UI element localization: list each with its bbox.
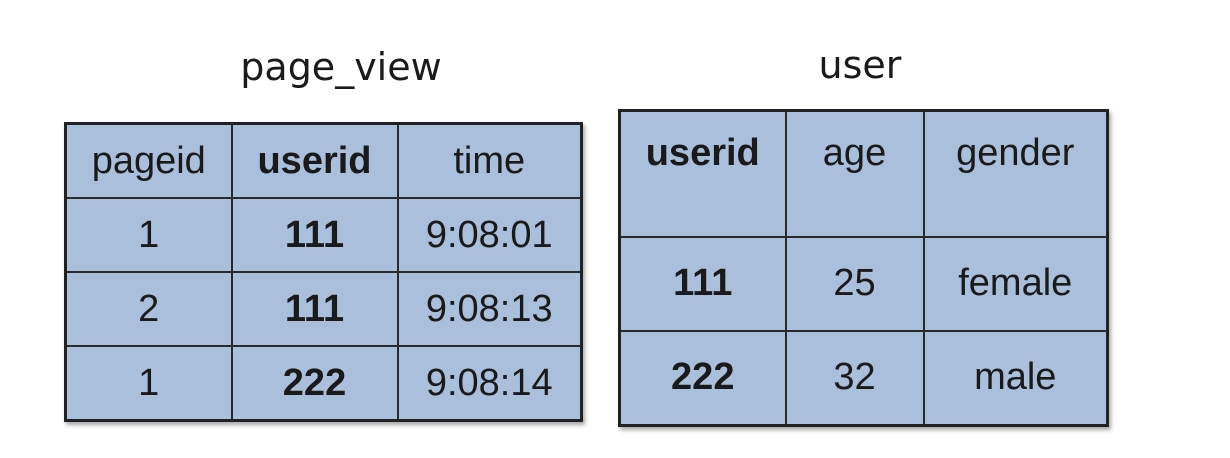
page-view-table: pageid userid time 1 111 9:08:01 2 111 9…	[64, 122, 583, 422]
cell-pageid: 2	[64, 271, 233, 347]
table-header-row: userid age gender	[618, 109, 1109, 238]
cell-gender: male	[922, 329, 1109, 426]
cell-age: 32	[784, 329, 925, 426]
cell-pageid: 1	[64, 345, 233, 422]
cell-pageid: 1	[64, 197, 233, 273]
cell-age: 25	[784, 235, 925, 332]
column-header-age: age	[784, 109, 925, 238]
cell-userid: 111	[618, 235, 787, 332]
cell-userid: 111	[230, 197, 399, 273]
cell-gender: female	[922, 235, 1109, 332]
user-table: userid age gender 111 25 female 222 32 m…	[618, 109, 1109, 427]
cell-userid: 222	[230, 345, 399, 422]
cell-time: 9:08:01	[396, 197, 583, 273]
column-header-pageid: pageid	[64, 122, 233, 199]
column-header-time: time	[396, 122, 583, 199]
table-row: 222 32 male	[618, 329, 1109, 426]
cell-time: 9:08:13	[396, 271, 583, 347]
column-header-gender: gender	[922, 109, 1109, 238]
user-table-caption: user	[818, 43, 902, 87]
column-header-userid: userid	[230, 122, 399, 199]
table-row: 1 222 9:08:14	[64, 345, 583, 422]
table-header-row: pageid userid time	[64, 122, 583, 199]
page-view-table-caption: page_view	[240, 45, 442, 89]
column-header-userid: userid	[618, 109, 787, 238]
cell-userid: 222	[618, 329, 787, 426]
table-row: 2 111 9:08:13	[64, 271, 583, 347]
table-row: 1 111 9:08:01	[64, 197, 583, 273]
cell-time: 9:08:14	[396, 345, 583, 422]
cell-userid: 111	[230, 271, 399, 347]
table-row: 111 25 female	[618, 235, 1109, 332]
